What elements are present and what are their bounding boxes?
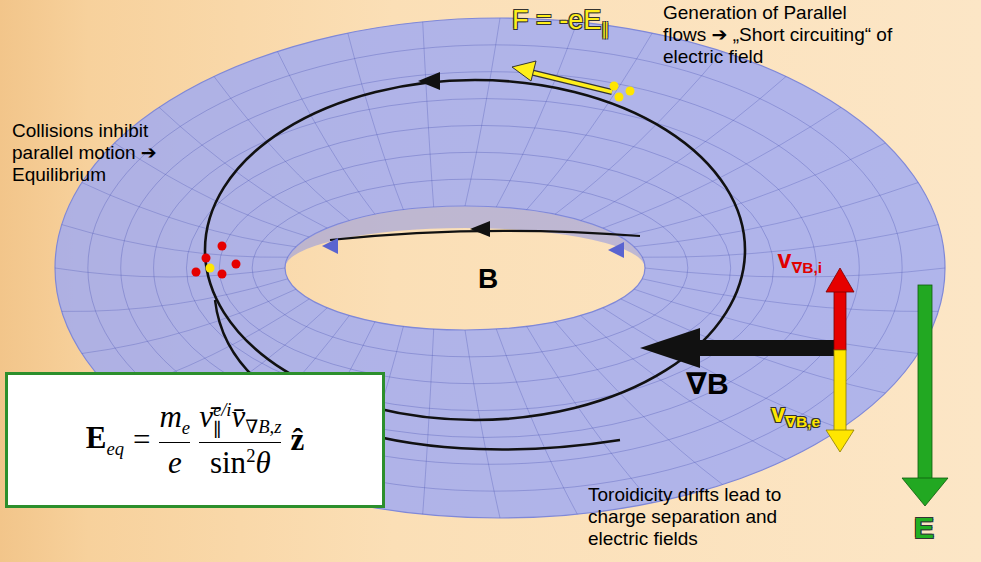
electron-drift-label: v xyxy=(771,399,785,427)
electron-dot xyxy=(615,93,624,102)
formula-symbol: e xyxy=(182,417,190,438)
mesh-ring xyxy=(88,45,902,491)
electric-field-arrowhead xyxy=(902,478,948,506)
force-label: F = -eE xyxy=(512,5,601,35)
formula-symbol: ∇B,z xyxy=(245,416,281,437)
mesh-meridian xyxy=(55,268,285,277)
mesh-meridian xyxy=(82,183,296,247)
mesh-meridian xyxy=(496,22,577,207)
ion-drift-label: v xyxy=(777,245,791,273)
surface-arrowhead xyxy=(608,242,624,258)
force-arrow-shaft xyxy=(530,72,612,92)
annotation-text-group: Collisions inhibit parallel motion ➔ Equ… xyxy=(12,120,190,186)
mesh-meridian xyxy=(465,18,500,206)
formula-symbol: v̄ xyxy=(231,399,245,434)
formula-part: Eeq xyxy=(86,420,124,460)
formula-symbol: ẑ xyxy=(290,422,304,458)
fraction-bar xyxy=(199,442,281,443)
electron-dot xyxy=(610,82,619,91)
formula-symbol: ∥ xyxy=(213,420,232,440)
annotation-text: Generation of Parallel flows ➔ „Short ci… xyxy=(663,2,892,67)
formula-symbol: m xyxy=(159,399,181,434)
electric-field-arrow xyxy=(918,285,932,480)
force-label-group: F = -eE∥ xyxy=(512,4,610,40)
electron-dot xyxy=(206,264,215,273)
formula-symbol: eq xyxy=(106,438,124,459)
gradient-b-arrow xyxy=(640,328,834,368)
formula-symbol: θ xyxy=(255,445,270,480)
electric-field-label-group: E xyxy=(914,510,934,546)
annotation-text: Toroidicity drifts lead to charge separa… xyxy=(588,484,781,549)
mesh-meridian xyxy=(159,107,327,228)
formula-part: me xyxy=(159,399,190,439)
formula-symbol: sin xyxy=(210,445,246,480)
mesh-meridian xyxy=(82,289,296,353)
mesh-ring xyxy=(186,125,773,410)
electron-drift-label-group: v∇B,e xyxy=(771,398,820,432)
electron-drift-arrowhead xyxy=(826,430,854,452)
formula-part: sin2θ xyxy=(210,445,271,481)
force-label: ∥ xyxy=(601,20,609,39)
electron-drift-label: ∇B,e xyxy=(785,413,820,430)
mesh-ring xyxy=(252,179,688,357)
ion-dot xyxy=(232,260,241,269)
mesh-ring xyxy=(121,72,860,465)
fraction-bar xyxy=(159,442,190,443)
ion-drift-label-group: v∇B,i xyxy=(777,244,822,278)
field-label: B xyxy=(478,263,498,294)
formula-symbol: ν̄ xyxy=(199,399,213,434)
mesh-meridian xyxy=(527,33,653,210)
formula-box: Eeq=meeν̄e/i∥v̄∇B,zsin2θẑ xyxy=(5,372,385,508)
ion-drift-label: ∇B,i xyxy=(791,259,822,276)
ion-dot xyxy=(218,242,227,251)
force-arrow-shaft xyxy=(530,72,612,92)
formula-symbol: e xyxy=(168,445,182,480)
field-line xyxy=(205,80,745,420)
mesh-meridian xyxy=(555,52,723,215)
formula-part: e/i∥ xyxy=(213,400,232,439)
gradient-label-group: ∇B xyxy=(686,366,729,402)
mesh-meridian xyxy=(423,329,434,514)
gradient-label: ∇B xyxy=(686,367,729,400)
formula-symbol: 2 xyxy=(246,445,255,466)
ion-drift-arrowhead xyxy=(826,268,854,292)
mesh-meridian xyxy=(621,143,886,237)
ion-dot xyxy=(192,268,201,277)
force-arrowhead xyxy=(512,61,536,81)
mesh-meridian xyxy=(423,22,434,207)
ion-dot xyxy=(202,254,211,263)
mesh-meridian xyxy=(62,279,288,312)
electron-drift-arrow xyxy=(834,350,846,432)
ion-drift-arrow xyxy=(834,290,846,350)
field-label-group: B xyxy=(478,262,498,296)
annotation-text-group: Generation of Parallel flows ➔ „Short ci… xyxy=(663,2,895,68)
formula-symbol: = xyxy=(133,422,150,458)
mesh-meridian xyxy=(62,225,288,258)
mesh-meridian xyxy=(214,77,349,221)
field-arrowhead xyxy=(418,72,440,90)
field-arrowhead xyxy=(470,221,490,237)
mesh-meridian xyxy=(581,77,786,221)
electron-dot xyxy=(626,87,635,96)
annotation-text-group: Toroidicity drifts lead to charge separa… xyxy=(588,484,838,550)
electric-field-label: E xyxy=(914,511,934,544)
mesh-meridian xyxy=(278,52,376,215)
formula-symbol: e/i xyxy=(213,400,232,420)
mesh-meridian xyxy=(465,330,500,518)
formula-part: ν̄e/i∥v̄∇B,z sin2θ xyxy=(199,399,281,482)
surface-arrowhead xyxy=(322,238,338,254)
formula: Eeq=meeν̄e/i∥v̄∇B,zsin2θẑ xyxy=(86,399,305,482)
formula-part: ν̄e/i∥v̄∇B,z xyxy=(199,399,281,439)
mesh-meridian xyxy=(603,308,841,429)
mesh-meridian xyxy=(496,329,577,514)
mesh-meridian xyxy=(348,33,404,210)
formula-part: mee xyxy=(159,399,190,481)
formula-symbol: E xyxy=(86,420,107,455)
annotation-text: Collisions inhibit parallel motion ➔ Equ… xyxy=(12,120,157,185)
ion-dot xyxy=(218,270,227,279)
formula-part: e xyxy=(168,445,182,481)
